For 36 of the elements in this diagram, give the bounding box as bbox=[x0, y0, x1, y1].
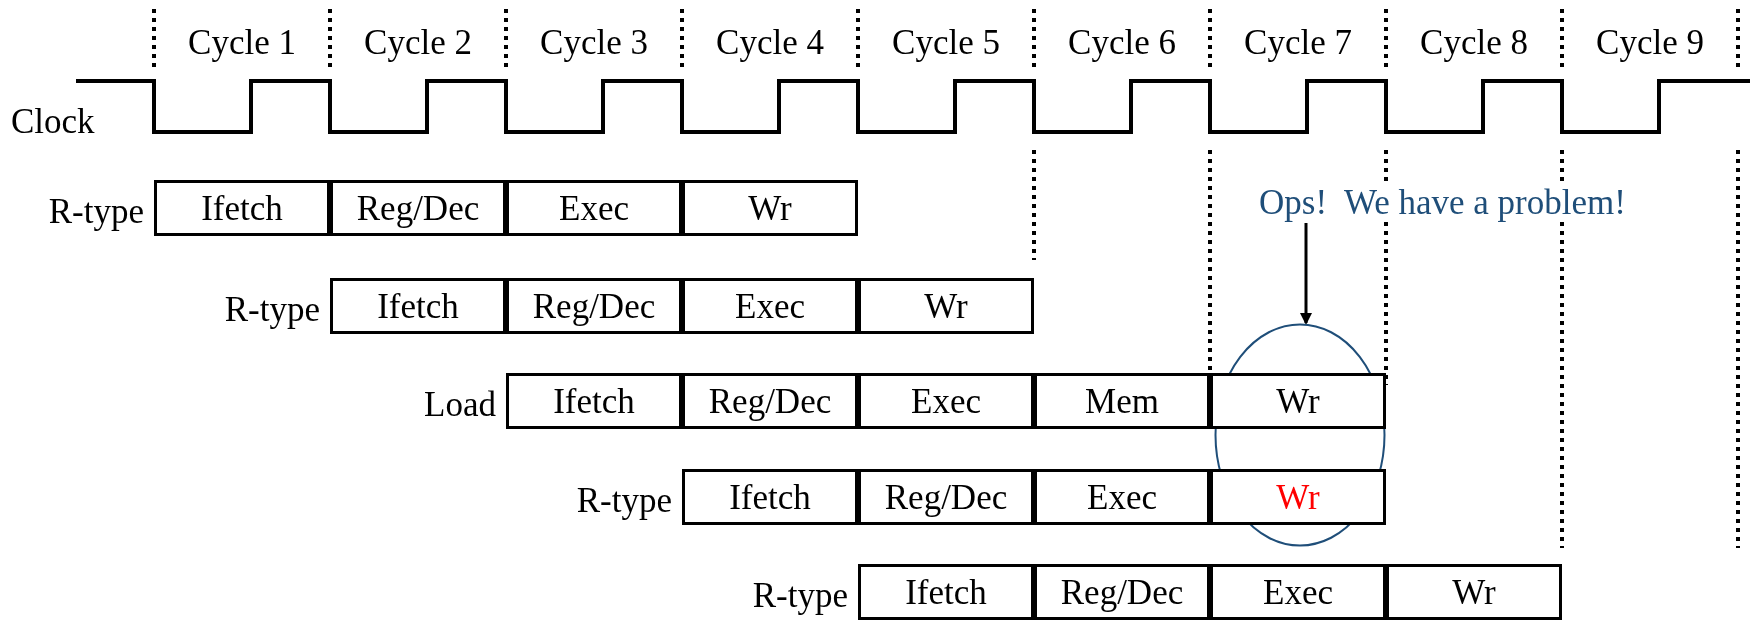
cycle-label: Cycle 1 bbox=[188, 24, 296, 60]
pipeline-stage: Ifetch bbox=[330, 278, 506, 334]
annotation-text: Ops! We have a problem! bbox=[1259, 183, 1626, 222]
pipeline-stage: Mem bbox=[1034, 373, 1210, 429]
pipeline-stage: Exec bbox=[858, 373, 1034, 429]
pipeline-stage: Wr bbox=[682, 180, 858, 236]
pipeline-stage: Wr bbox=[858, 278, 1034, 334]
clock-label: Clock bbox=[11, 103, 95, 139]
pipeline-stage: Reg/Dec bbox=[682, 373, 858, 429]
pipeline-stage: Exec bbox=[506, 180, 682, 236]
instruction-label: R-type bbox=[576, 482, 672, 518]
pipeline-stage: Reg/Dec bbox=[1034, 564, 1210, 620]
cycle-label: Cycle 9 bbox=[1596, 24, 1704, 60]
instruction-label: Load bbox=[424, 386, 496, 422]
instruction-label: R-type bbox=[752, 577, 848, 613]
instruction-label: R-type bbox=[224, 291, 320, 327]
pipeline-stage: Ifetch bbox=[154, 180, 330, 236]
instruction-label: R-type bbox=[48, 193, 144, 229]
pipeline-stage: Ifetch bbox=[682, 469, 858, 525]
cycle-label: Cycle 3 bbox=[540, 24, 648, 60]
pipeline-stage: Exec bbox=[1210, 564, 1386, 620]
cycle-label: Cycle 5 bbox=[892, 24, 1000, 60]
pipeline-stage: Exec bbox=[1034, 469, 1210, 525]
pipeline-stage: Exec bbox=[682, 278, 858, 334]
pipeline-stage: Reg/Dec bbox=[506, 278, 682, 334]
pipeline-stage: Ifetch bbox=[858, 564, 1034, 620]
cycle-label: Cycle 6 bbox=[1068, 24, 1176, 60]
pipeline-stage: Reg/Dec bbox=[858, 469, 1034, 525]
cycle-label: Cycle 4 bbox=[716, 24, 824, 60]
pipeline-stage: Ifetch bbox=[506, 373, 682, 429]
cycle-label: Cycle 7 bbox=[1244, 24, 1352, 60]
cycle-label: Cycle 8 bbox=[1420, 24, 1528, 60]
arrow bbox=[1300, 223, 1312, 325]
pipeline-stage: Wr bbox=[1386, 564, 1562, 620]
pipeline-stage: Reg/Dec bbox=[330, 180, 506, 236]
cycle-label: Cycle 2 bbox=[364, 24, 472, 60]
